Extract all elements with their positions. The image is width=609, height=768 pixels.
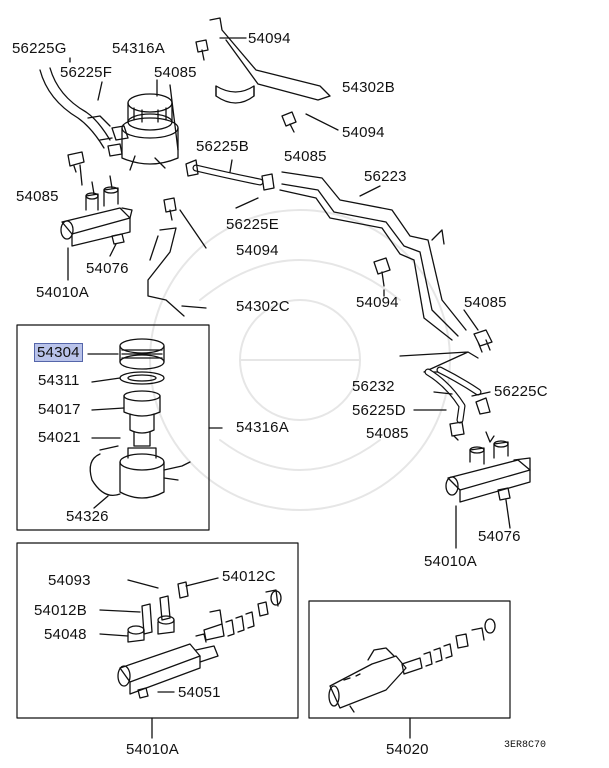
label-54051: 54051 <box>178 684 221 701</box>
label-54302B: 54302B <box>342 79 395 96</box>
label-54076-a: 54076 <box>86 260 129 277</box>
label-54085-c: 54085 <box>16 188 59 205</box>
label-54311: 54311 <box>38 372 80 389</box>
label-54094-top: 54094 <box>248 30 291 47</box>
label-56232: 56232 <box>352 378 395 395</box>
label-54020: 54020 <box>386 741 429 758</box>
label-56225C: 56225C <box>494 383 548 400</box>
label-54048: 54048 <box>44 626 87 643</box>
hose-56225D <box>424 366 482 424</box>
brake-pipe-56223 <box>279 171 467 341</box>
master-cylinder-exploded <box>117 581 282 699</box>
label-54093: 54093 <box>48 572 91 589</box>
label-54316A-box: 54316A <box>236 419 289 436</box>
label-54085-b: 54085 <box>284 148 327 165</box>
label-56225D: 56225D <box>352 402 406 419</box>
watermark-emblem <box>149 209 451 511</box>
label-54010A-b: 54010A <box>424 553 477 570</box>
label-54326: 54326 <box>66 508 109 525</box>
label-54085-e: 54085 <box>366 425 409 442</box>
label-56225E: 56225E <box>226 216 279 233</box>
master-cylinder-alt <box>328 618 496 713</box>
label-54316A-top: 54316A <box>112 40 165 57</box>
label-54012B: 54012B <box>34 602 87 619</box>
label-56225G: 56225G <box>12 40 67 57</box>
label-56225F: 56225F <box>60 64 113 81</box>
label-54094-c: 54094 <box>236 242 279 259</box>
label-54012C: 54012C <box>222 568 276 585</box>
master-cylinder-right <box>445 431 531 503</box>
drawing-code: 3ER8C70 <box>504 740 547 751</box>
label-54304-highlighted[interactable]: 54304 <box>34 343 83 362</box>
master-cylinder-upper-left <box>60 175 133 247</box>
label-54021: 54021 <box>38 429 81 446</box>
label-54085-a: 54085 <box>154 64 197 81</box>
label-54017: 54017 <box>38 401 81 418</box>
label-54010A-a: 54010A <box>36 284 89 301</box>
label-54094-d: 54094 <box>356 294 399 311</box>
label-56225B: 56225B <box>196 138 249 155</box>
label-54085-d: 54085 <box>464 294 507 311</box>
reservoir-top <box>121 93 179 171</box>
label-54094-b: 54094 <box>342 124 385 141</box>
label-56223: 56223 <box>364 168 407 185</box>
label-54010A-c: 54010A <box>126 741 179 758</box>
label-54076-b: 54076 <box>478 528 521 545</box>
reservoir-exploded <box>89 338 191 499</box>
label-54302C: 54302C <box>236 298 290 315</box>
